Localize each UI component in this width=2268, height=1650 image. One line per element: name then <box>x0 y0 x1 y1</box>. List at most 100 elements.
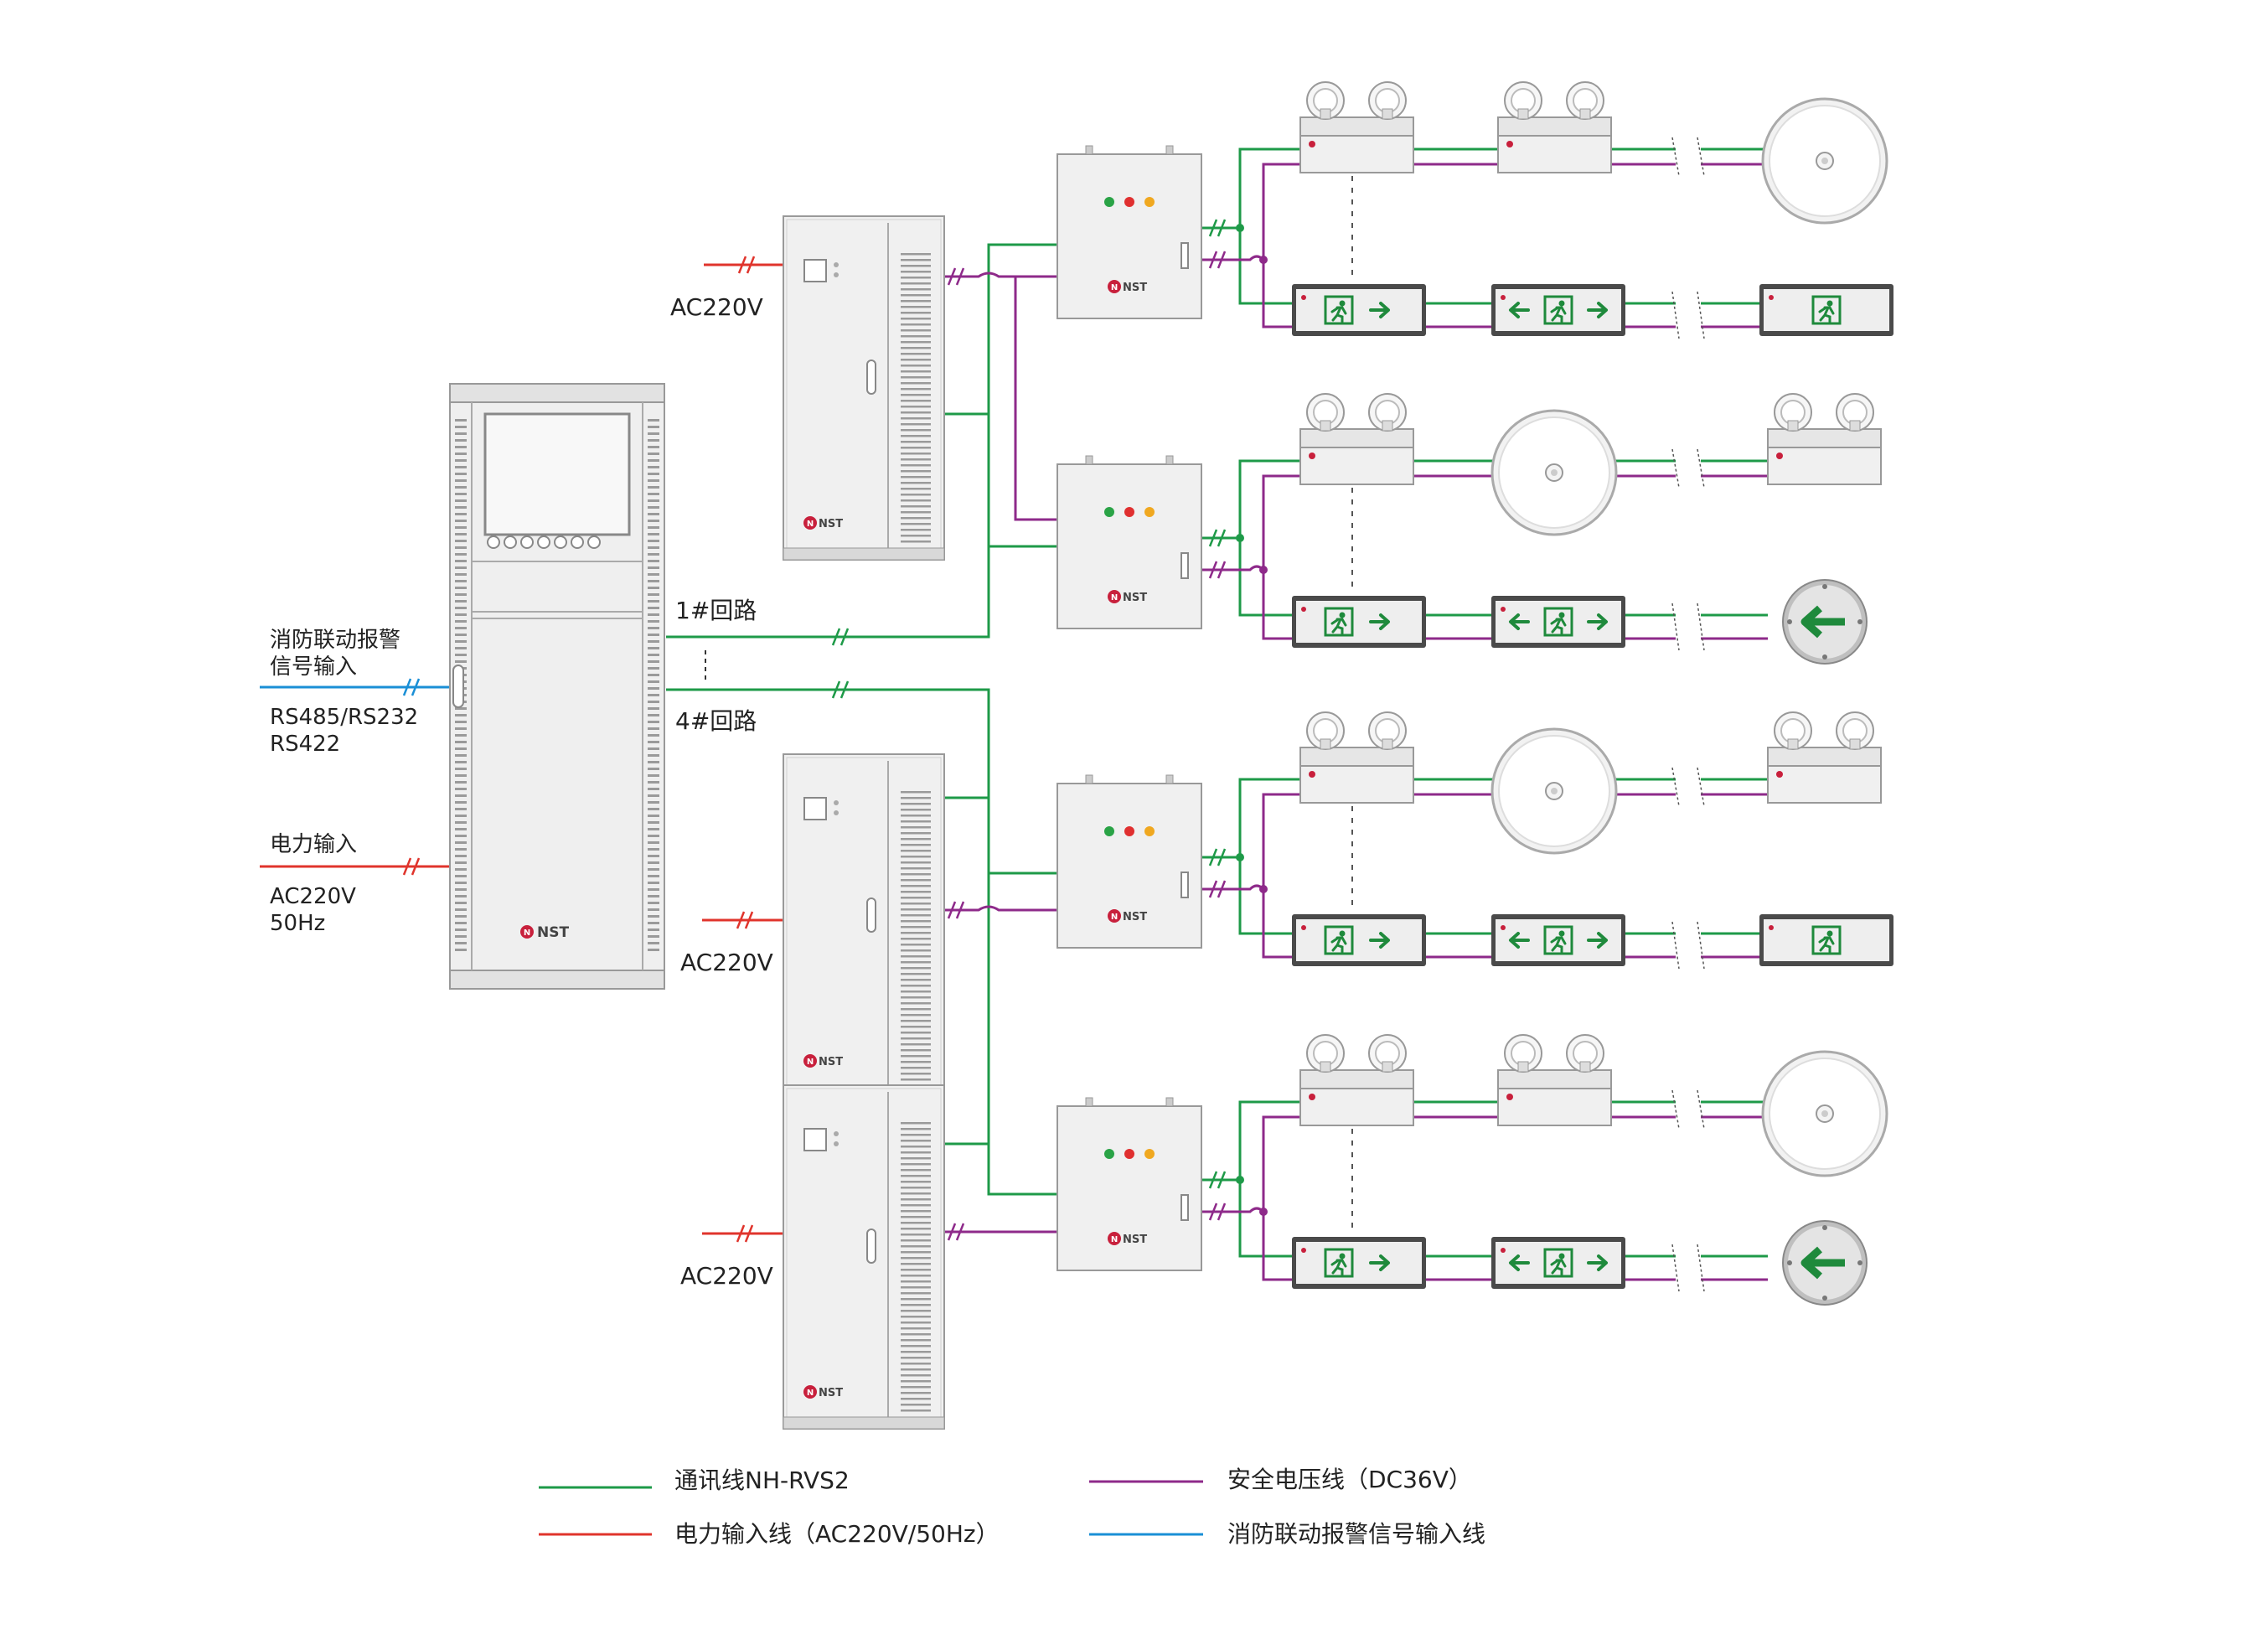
left-labels: 消防联动报警 信号输入 RS485/RS232 RS422 电力输入 AC220… <box>270 628 418 936</box>
break-mark <box>1671 1089 1680 1292</box>
brand-dot <box>1501 607 1506 612</box>
cable-slash-mark <box>736 911 754 929</box>
loop4-comm-line <box>666 688 1057 1196</box>
controller-keypad <box>487 535 601 549</box>
exit-sign <box>1759 914 1893 966</box>
break-mark <box>1697 767 1705 970</box>
safety-line-2 <box>944 905 1057 912</box>
fixture-wires <box>1201 137 1768 1292</box>
brand-dot <box>1769 295 1774 300</box>
alarm-protocol-2: RS422 <box>270 732 340 757</box>
distribution-box-3: NST <box>1057 774 1202 949</box>
exit-sign <box>1292 284 1426 336</box>
twin-emergency-light <box>1299 393 1414 485</box>
nst-logo-text: NST <box>819 1387 843 1399</box>
fixture-group <box>1292 81 1893 1305</box>
wires <box>260 243 1057 1235</box>
power-supply-3: NST <box>783 1084 945 1430</box>
loop1-comm-line <box>666 243 1057 639</box>
exit-sign <box>1292 1237 1426 1289</box>
distribution-box-2: NST <box>1057 455 1202 629</box>
legend-alarm-label: 消防联动报警信号输入线 <box>1227 1520 1485 1548</box>
nst-logo-text: NST <box>819 1056 843 1068</box>
psu-3-input-label: AC220V <box>680 1262 773 1290</box>
nst-logo-text: NST <box>1123 1234 1147 1246</box>
distribution-box-4: NST <box>1057 1097 1202 1271</box>
loop-1-label: 1#回路 <box>675 597 757 624</box>
controller-screen <box>483 412 631 536</box>
ceiling-emergency-light <box>1490 727 1618 855</box>
legend-safety-label: 安全电压线（DC36V） <box>1227 1466 1472 1493</box>
break-mark <box>1671 137 1680 339</box>
cable-slash-mark <box>1208 1171 1227 1189</box>
power-supply-1: NST <box>783 215 945 561</box>
alarm-input-title-1: 消防联动报警 <box>270 628 400 653</box>
power-input-spec-2: 50Hz <box>270 911 325 936</box>
row-comm-line <box>1201 459 1300 617</box>
power-input-spec-1: AC220V <box>270 884 356 909</box>
legend: 通讯线NH-RVS2 电力输入线（AC220V/50Hz） 安全电压线（DC36… <box>539 1466 1485 1548</box>
nst-logo-text: NST <box>1123 592 1147 604</box>
row-comm-line <box>1201 778 1300 935</box>
psu-1-input-label: AC220V <box>670 293 763 321</box>
round-exit-sign <box>1783 1221 1867 1305</box>
cable-slash-mark <box>1208 848 1227 866</box>
power-supply-2: NST <box>783 753 945 1099</box>
main-controller-cabinet: NST <box>449 383 665 990</box>
brand-dot <box>1301 1248 1306 1253</box>
cable-slash-mark <box>831 680 850 699</box>
exit-sign <box>1491 284 1625 336</box>
cable-slash-mark <box>1208 880 1227 898</box>
power-input-title: 电力输入 <box>270 832 357 857</box>
junction-dot <box>1236 1176 1244 1184</box>
junction-dot <box>1236 534 1244 542</box>
brand-dot <box>1501 295 1506 300</box>
alarm-input-title-2: 信号输入 <box>270 654 357 680</box>
power-supply-group: NST NST NST <box>783 215 945 1430</box>
alarm-protocol-1: RS485/RS232 <box>270 705 418 730</box>
nst-logo: NST <box>1108 909 1147 923</box>
cable-slash-mark <box>947 1223 965 1241</box>
legend-power-label: 电力输入线（AC220V/50Hz） <box>674 1520 1000 1548</box>
cable-slash-mark <box>831 628 850 646</box>
cable-slash-mark <box>1208 219 1227 237</box>
exit-sign <box>1292 596 1426 648</box>
twin-emergency-light <box>1767 393 1882 485</box>
nst-logo: NST <box>803 516 843 530</box>
exit-sign <box>1491 914 1625 966</box>
break-mark <box>1671 448 1680 651</box>
cable-slash-mark <box>947 901 965 919</box>
nst-logo-text: NST <box>1123 282 1147 294</box>
ceiling-emergency-light <box>1761 1050 1888 1177</box>
legend-comm-label: 通讯线NH-RVS2 <box>674 1466 850 1494</box>
ceiling-emergency-light <box>1490 409 1618 536</box>
safety-line-1 <box>944 272 1057 521</box>
cable-slash-mark <box>1208 251 1227 269</box>
nst-logo: NST <box>1108 1232 1147 1246</box>
junction-dot <box>1259 566 1268 574</box>
break-mark <box>1697 137 1705 339</box>
break-mark <box>1697 448 1705 651</box>
nst-logo-text: NST <box>819 518 843 530</box>
twin-emergency-light <box>1497 81 1612 173</box>
round-exit-sign <box>1783 580 1867 664</box>
exit-sign <box>1491 1237 1625 1289</box>
svg-text:NST: NST <box>537 924 569 941</box>
twin-emergency-light <box>1299 81 1414 173</box>
exit-sign <box>1292 914 1426 966</box>
distribution-box-1: NST <box>1057 145 1202 319</box>
cable-slash-mark <box>1208 561 1227 579</box>
junction-dot <box>1236 853 1244 861</box>
cable-slash-mark <box>736 1224 754 1243</box>
brand-dot <box>1501 925 1506 930</box>
twin-emergency-light <box>1497 1034 1612 1126</box>
cable-slash-mark <box>1208 529 1227 547</box>
brand-dot <box>1501 1248 1506 1253</box>
loop-4-label: 4#回路 <box>675 707 757 735</box>
row-comm-line <box>1201 1100 1300 1258</box>
psu-2-input-label: AC220V <box>680 949 773 976</box>
cable-slash-mark <box>947 267 965 286</box>
nst-logo: NST <box>1108 280 1147 294</box>
cable-slash-mark <box>402 678 421 696</box>
